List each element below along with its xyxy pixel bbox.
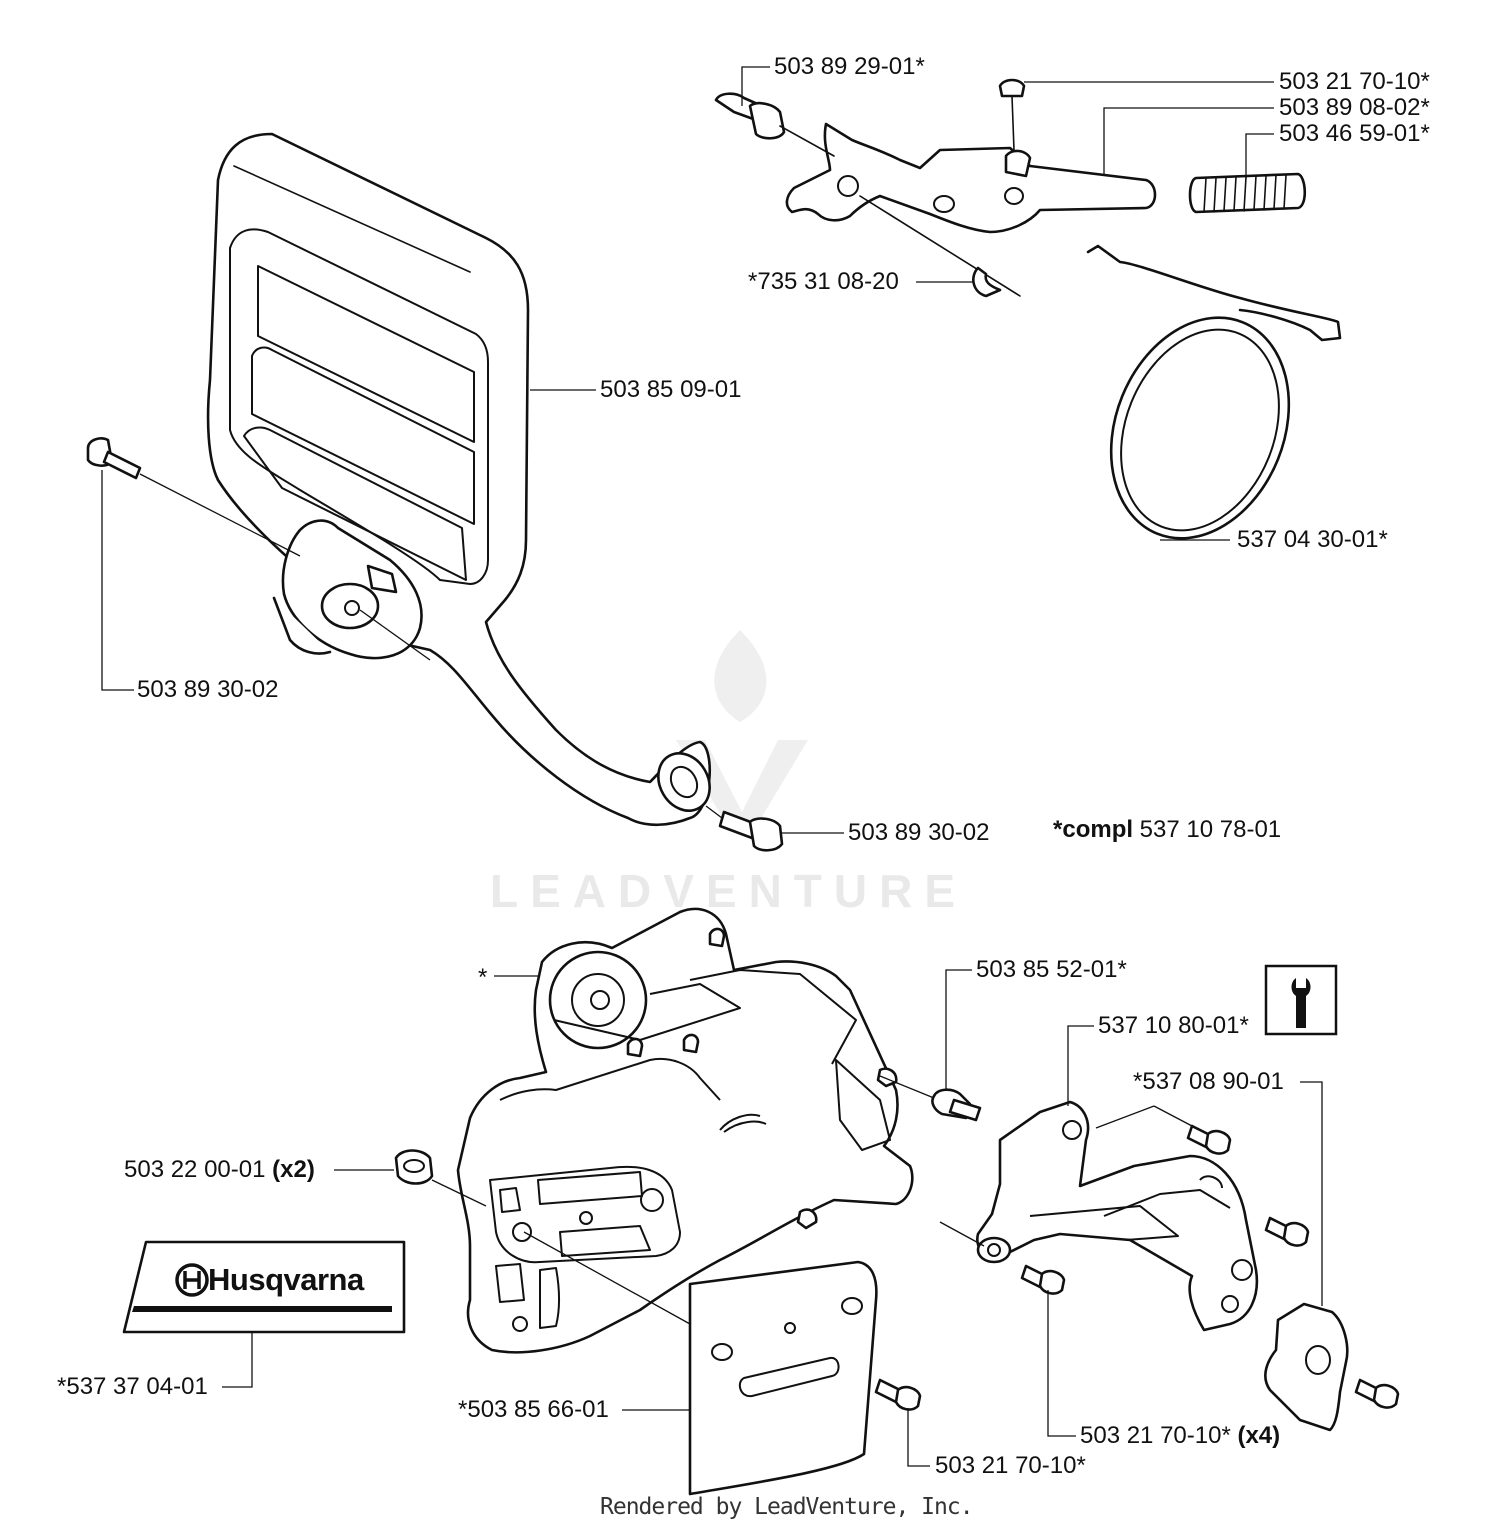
compl-prefix: *compl — [1053, 816, 1134, 843]
callout-503-85-52-01: 503 85 52-01* — [976, 956, 1127, 983]
watermark: LEADVENTURE — [490, 865, 968, 917]
compl-note: *compl 537 10 78-01 — [1053, 818, 1281, 842]
husqvarna-crown-icon — [175, 1263, 209, 1297]
callout-503-21-70-10-x4: 503 21 70-10* (x4) — [1080, 1424, 1280, 1448]
callout-503-89-08-02: 503 89 08-02* — [1279, 94, 1430, 121]
callout-503-22-00-01: 503 22 00-01 (x2) — [124, 1158, 315, 1182]
screw-bottom — [718, 810, 784, 852]
screw-catcher-4 — [1354, 1378, 1400, 1409]
callout-735-31-08-20: *735 31 08-20 — [748, 268, 899, 295]
callout-503-46-59-01: 503 46 59-01* — [1279, 120, 1430, 147]
callout-537-10-80-01: 537 10 80-01* — [1098, 1012, 1249, 1039]
hand-guard — [206, 132, 711, 827]
footer-credit: Rendered by LeadVenture, Inc. — [600, 1494, 974, 1520]
plate-screw — [874, 1378, 922, 1411]
callout-503-21-70-10-bottom: 503 21 70-10* — [935, 1452, 1086, 1479]
clutch-cover — [456, 907, 914, 1354]
callout-asterisk: * — [478, 964, 488, 991]
callout-503-89-30-02-bottom: 503 89 30-02 — [848, 819, 990, 846]
callout-503-85-09-01: 503 85 09-01 — [600, 376, 742, 403]
callout-503-89-30-02-left: 503 89 30-02 — [137, 676, 279, 703]
brake-spring — [1188, 172, 1307, 214]
compl-number: 537 10 78-01 — [1133, 816, 1282, 843]
callout-503-85-66-01: *503 85 66-01 — [458, 1396, 609, 1423]
brake-band — [1086, 244, 1342, 540]
callout-537-04-30-01: 537 04 30-01* — [1237, 526, 1388, 553]
info-tool-icon — [1264, 964, 1338, 1036]
screw-catcher-1 — [1186, 1124, 1232, 1155]
callout-537-37-04-01: *537 37 04-01 — [57, 1373, 208, 1400]
callout-503-89-29-01: 503 89 29-01* — [774, 53, 925, 80]
screw-catcher-2 — [1264, 1216, 1310, 1247]
bar-stud — [931, 1088, 982, 1122]
screw-catcher-3 — [1020, 1264, 1066, 1295]
screw-left — [86, 437, 142, 480]
catcher-block — [1264, 1302, 1349, 1432]
callout-537-08-90-01: *537 08 90-01 — [1133, 1068, 1284, 1095]
nut — [394, 1149, 434, 1185]
qty-x4: (x4) — [1237, 1422, 1281, 1449]
decal-brand-text: Husqvarna — [208, 1262, 364, 1297]
chain-catcher-cover — [976, 1100, 1259, 1332]
callout-503-21-70-10-top: 503 21 70-10* — [1279, 68, 1430, 95]
qty-x2: (x2) — [272, 1156, 315, 1183]
part-number-503-22-00-01: 503 22 00-01 — [124, 1156, 273, 1183]
brake-lever — [714, 78, 1157, 298]
part-number-503-21-70-10-x4: 503 21 70-10* — [1080, 1422, 1238, 1449]
guide-plate — [688, 1260, 878, 1496]
